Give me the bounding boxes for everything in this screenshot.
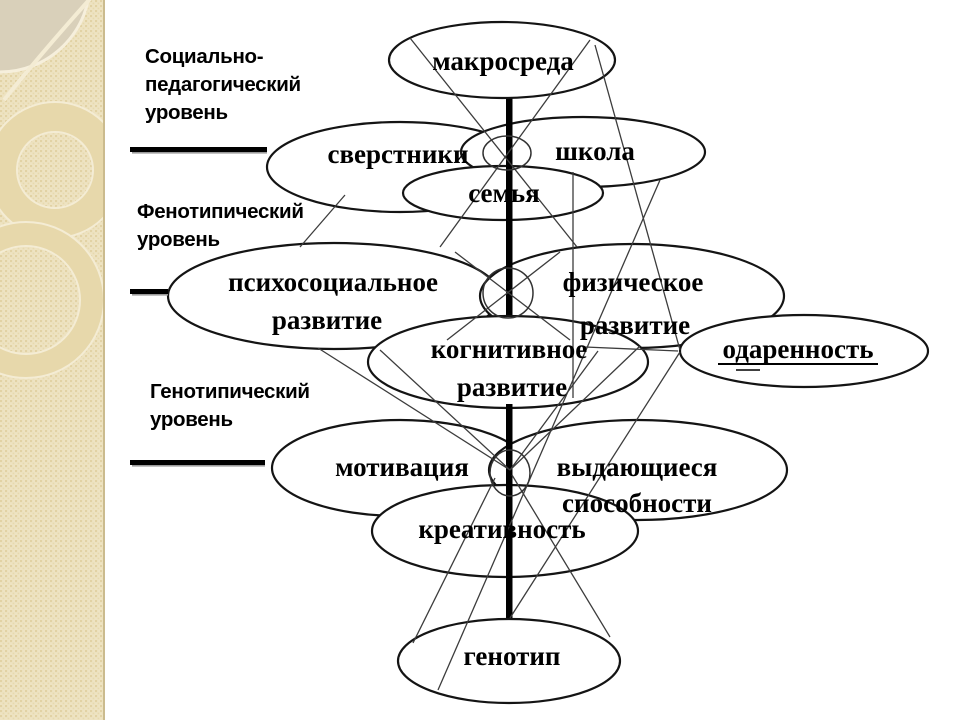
node-creativity-ellipse xyxy=(370,483,640,579)
level-bar-social xyxy=(130,147,267,152)
connector-school-genotype xyxy=(437,179,661,691)
node-motivation-label: мотивация xyxy=(335,452,469,482)
connector-junction-genotype-right xyxy=(511,474,611,638)
level-bar-social-shadow xyxy=(132,152,267,154)
connector-psychosocial-junction-inner xyxy=(379,349,511,471)
node-school-label: школа xyxy=(555,136,635,166)
sidebar-circle-segment xyxy=(0,0,90,74)
node-physical-label-line1: физическое xyxy=(563,267,704,297)
vertical-axis-upper xyxy=(506,96,513,338)
connector-peers-psychosocial xyxy=(299,194,346,248)
node-outstanding-label-line1: выдающиеся xyxy=(557,452,718,482)
connector-physical-junction-inner xyxy=(509,350,599,471)
vertical-axis-lower xyxy=(506,404,513,618)
node-cognitive-label-line2: развитие xyxy=(457,372,567,402)
node-psychosocial-label-line2: развитие xyxy=(272,305,382,335)
connector-cognitive-giftedness xyxy=(584,346,679,352)
level-label-social-line2: педагогический xyxy=(145,73,301,96)
connector-physical-junction-outer xyxy=(509,345,641,471)
connector-psychosocial-cognitive xyxy=(454,251,571,341)
node-creativity-label: креативность xyxy=(418,514,585,544)
level-bar-phenotypic xyxy=(130,289,168,294)
node-psychosocial-label-line1: психосоциальное xyxy=(228,267,438,297)
sidebar-decoration xyxy=(0,0,105,720)
node-macroenvironment-ellipse xyxy=(387,20,617,100)
node-cognitive-label-line1: когнитивное xyxy=(431,334,588,364)
connector-junction-genotype-left xyxy=(412,477,496,644)
connector-macro-physical xyxy=(409,37,578,248)
connector-lines xyxy=(299,37,681,691)
node-genotype-ellipse xyxy=(396,617,622,705)
level-bar-genotypic-shadow xyxy=(132,465,265,467)
connector-macro-giftedness xyxy=(594,44,681,351)
junction-circle-bottom xyxy=(489,449,531,497)
sidebar-ring-upper xyxy=(0,102,105,238)
node-family-label: семья xyxy=(468,178,540,208)
node-macroenvironment-label: макросреда xyxy=(432,46,574,76)
sidebar-ring-lower xyxy=(0,222,104,378)
connector-psychosocial-junction-outer xyxy=(317,347,511,471)
node-labels: макросреда сверстники школа семья психос… xyxy=(228,46,878,671)
sidebar-border xyxy=(103,0,105,720)
level-labels: Социально- педагогический уровень Феноти… xyxy=(137,45,310,431)
sidebar-ring-upper-inner-edge xyxy=(16,131,94,209)
junction-circle-middle xyxy=(482,267,534,319)
level-label-social-line1: Социально- xyxy=(145,45,263,68)
level-bar-phenotypic-shadow xyxy=(132,294,168,296)
node-outstanding-label-line2: способности xyxy=(562,488,712,518)
node-peers-label: сверстники xyxy=(327,139,468,169)
node-physical-label-line2: развитие xyxy=(580,310,690,340)
level-bars xyxy=(130,147,267,467)
node-giftedness-ellipse xyxy=(678,313,930,389)
level-label-phenotypic-line1: Фенотипический xyxy=(137,200,304,223)
sidebar-ring-lower-inner-edge xyxy=(0,245,81,355)
junction-circle-top xyxy=(482,135,532,171)
connector-macro-psychosocial xyxy=(439,39,591,248)
node-giftedness-label: одаренность xyxy=(722,334,873,364)
level-label-genotypic-line1: Генотипический xyxy=(150,380,310,403)
node-genotype-label: генотип xyxy=(464,641,561,671)
node-family-ellipse xyxy=(401,164,605,222)
connector-physical-cognitive xyxy=(446,251,561,341)
sidebar-arc xyxy=(2,0,92,102)
connector-giftedness-genotype xyxy=(509,351,681,619)
level-label-phenotypic-line2: уровень xyxy=(137,228,220,251)
level-label-social-line3: уровень xyxy=(145,101,228,124)
level-label-genotypic-line2: уровень xyxy=(150,408,233,431)
level-bar-genotypic xyxy=(130,460,265,465)
